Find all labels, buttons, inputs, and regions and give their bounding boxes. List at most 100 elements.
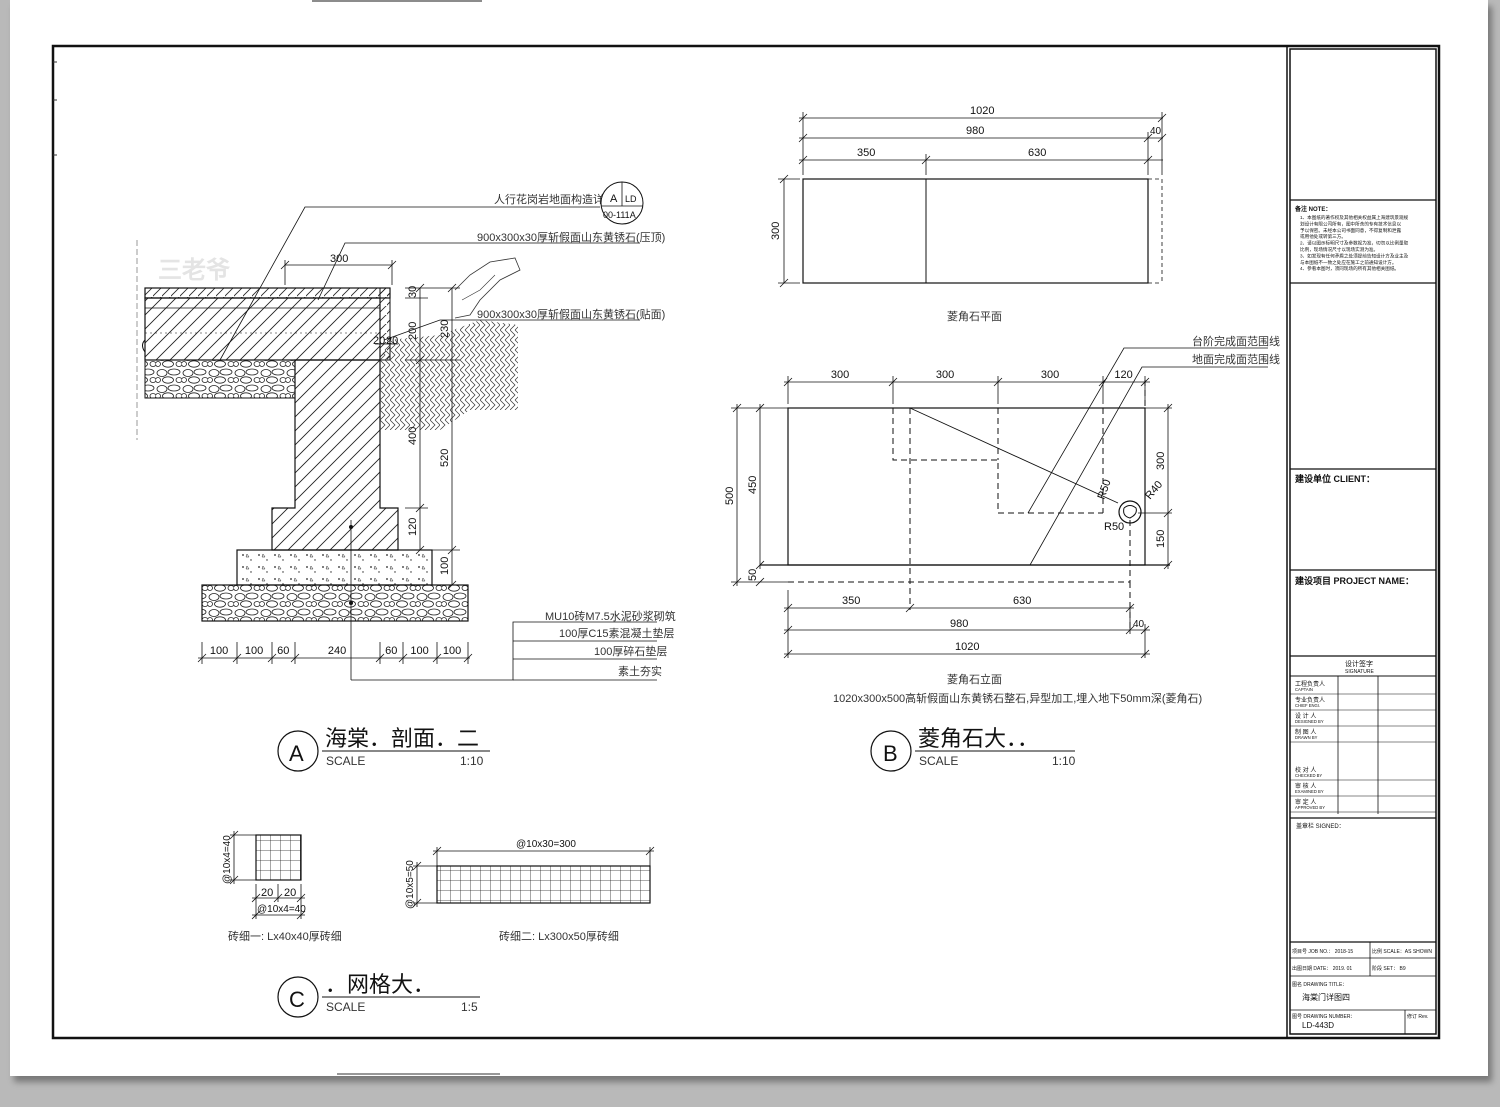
dim-tick-slash xyxy=(232,653,242,663)
svg-text:980: 980 xyxy=(950,618,968,630)
dim-a-bottom-3: 240 xyxy=(328,645,346,657)
concrete-layer xyxy=(236,549,433,586)
gravel-footing xyxy=(201,584,469,622)
dim-tick-slash xyxy=(783,377,793,387)
note-line: 予以保密。未经本公司书面同意，不得复制和泄露 xyxy=(1300,227,1401,234)
svg-text:@10x4=40: @10x4=40 xyxy=(257,904,306,915)
note-line: 2、请以图示标明尺寸及参数视为准，切勿以比例量取 xyxy=(1300,240,1409,247)
title-c-name: ．网格大． xyxy=(325,972,435,997)
dim-a-bottom-0: 100 xyxy=(210,645,228,657)
dim-a-bottom-5: 100 xyxy=(410,645,428,657)
dim-plan xyxy=(778,112,1167,288)
role-cn: 专业负责人 xyxy=(1295,696,1325,704)
svg-text:1020: 1020 xyxy=(970,105,994,117)
scale-field: 比例 SCALE：AS SHOWN xyxy=(1372,948,1432,955)
svg-text:SCALE: SCALE xyxy=(919,754,958,768)
role-cn: 校 对 人 xyxy=(1295,766,1316,774)
title-block: 备注 NOTE： 1、本图纸的著作权及其他相关权益属上海建筑景观规划设计有限公司… xyxy=(1289,48,1437,1035)
svg-text:400: 400 xyxy=(407,427,419,445)
label-ref-detail: 人行花岗岩地面构造详图 xyxy=(494,192,615,206)
drain-hole xyxy=(1118,500,1142,524)
caption-elevation: 菱角石立面 xyxy=(947,672,1002,686)
svg-text:20: 20 xyxy=(373,335,385,347)
dim-b-top-3: 120 xyxy=(1114,369,1132,381)
ref-bubble: A LD 00-111A xyxy=(600,181,644,225)
dim-tick-slash xyxy=(1140,377,1150,387)
svg-text:20: 20 xyxy=(261,887,273,899)
rev-label: 修订 Rev. xyxy=(1407,1013,1428,1020)
date-field: 出图日期 DATE： 2019. 01 xyxy=(1292,965,1352,972)
dim-tick-slash xyxy=(375,653,385,663)
dim-a-300: 300 xyxy=(330,253,348,265)
svg-text:150: 150 xyxy=(1155,530,1167,548)
svg-text:630: 630 xyxy=(1028,147,1046,159)
role-en: APPROVED BY xyxy=(1295,805,1325,810)
drawing-title: 海棠门详图四 xyxy=(1302,992,1350,1002)
note-line: 3、如发现有任何矛盾之处须提前告知设计方及业主及 xyxy=(1300,252,1409,259)
signature-cn: 设计签字 xyxy=(1345,659,1373,668)
svg-text:1:5: 1:5 xyxy=(461,1000,478,1014)
svg-text:230: 230 xyxy=(439,320,451,338)
job-no: 项目号 JOB NO.： 2018-15 xyxy=(1292,949,1353,955)
stone-elevation-outline xyxy=(787,407,1146,566)
svg-text:300: 300 xyxy=(1155,452,1167,470)
dim-tick-slash xyxy=(290,653,300,663)
svg-text:100: 100 xyxy=(439,557,451,575)
dim-a-vertical xyxy=(375,283,460,590)
detail-b-title: B 菱角石大．． SCALE 1:10 xyxy=(870,726,1076,772)
notes-title: 备注 NOTE： xyxy=(1294,205,1331,213)
detail-a-title: A 海棠．剖面．二 SCALE 1:10 xyxy=(277,726,490,772)
brick-grid-2 xyxy=(436,865,651,904)
svg-text:@10x4=40: @10x4=40 xyxy=(222,835,233,884)
label-facing: 900x300x30厚斩假面山东黄锈石(贴面) xyxy=(477,307,665,321)
svg-text:300: 300 xyxy=(770,222,782,240)
role-en: CHIEF ENGI. xyxy=(1295,703,1320,708)
svg-text:500: 500 xyxy=(724,487,736,505)
frame-ticks xyxy=(53,61,57,156)
svg-text:00-111A: 00-111A xyxy=(603,210,636,220)
svg-text:350: 350 xyxy=(842,595,860,607)
role-en: EXAMINED BY xyxy=(1295,789,1324,794)
caption-plan: 菱角石平面 xyxy=(947,310,1002,323)
svg-text:50: 50 xyxy=(747,569,759,581)
svg-text:980: 980 xyxy=(966,125,984,137)
dim-a-bottom-4: 60 xyxy=(385,645,397,657)
role-en: CHECKED BY xyxy=(1295,773,1322,778)
role-cn: 审 定 人 xyxy=(1295,798,1316,806)
note-line: 1、本图纸的著作权及其他相关权益属上海建筑景观规 xyxy=(1300,214,1409,221)
dim-tick-slash xyxy=(398,653,408,663)
earth-fill xyxy=(380,320,518,430)
detail-a-section: 人行花岗岩地面构造详图 900x300x30厚斩假面山东黄锈石(压顶) 900x… xyxy=(136,181,676,772)
role-cn: 设 计 人 xyxy=(1295,712,1316,720)
svg-text:R50: R50 xyxy=(1096,478,1114,501)
title-a-letter: A xyxy=(289,741,304,766)
dim-a-top xyxy=(280,260,397,285)
svg-text:520: 520 xyxy=(439,449,451,467)
drawing-no: LD-443D xyxy=(1302,1021,1334,1030)
role-en: DESIGNED BY xyxy=(1295,719,1324,724)
label-concrete: 100厚C15素混凝土垫层 xyxy=(559,626,675,640)
client-label: 建设单位 CLIENT： xyxy=(1295,473,1375,484)
svg-text:40: 40 xyxy=(1133,619,1145,630)
dim-a-bottom-6: 100 xyxy=(443,645,461,657)
dim-elev-right xyxy=(1138,403,1173,570)
svg-text:20: 20 xyxy=(386,335,398,347)
dim-tick-slash xyxy=(432,653,442,663)
dim-tick-slash xyxy=(267,653,277,663)
dim-elev-bottom xyxy=(783,590,1150,659)
svg-text:1:10: 1:10 xyxy=(1052,754,1076,768)
signed-label: 盖章栏 SIGNED： xyxy=(1296,822,1345,830)
label-gravel: 100厚碎石垫层 xyxy=(594,644,667,658)
dim-b-top-0: 300 xyxy=(831,369,849,381)
svg-text:@10x5=50: @10x5=50 xyxy=(405,860,416,909)
label-soil: 素土夯实 xyxy=(618,664,662,678)
title-b-letter: B xyxy=(883,741,898,766)
stage-field: 阶段 SET： B9 xyxy=(1372,965,1406,972)
svg-text:40: 40 xyxy=(1150,126,1162,137)
coping-stone xyxy=(144,287,391,299)
signature-en: SIGNATURE xyxy=(1345,669,1374,675)
svg-text:30: 30 xyxy=(407,286,419,298)
svg-text:@10x30=300: @10x30=300 xyxy=(516,839,576,850)
